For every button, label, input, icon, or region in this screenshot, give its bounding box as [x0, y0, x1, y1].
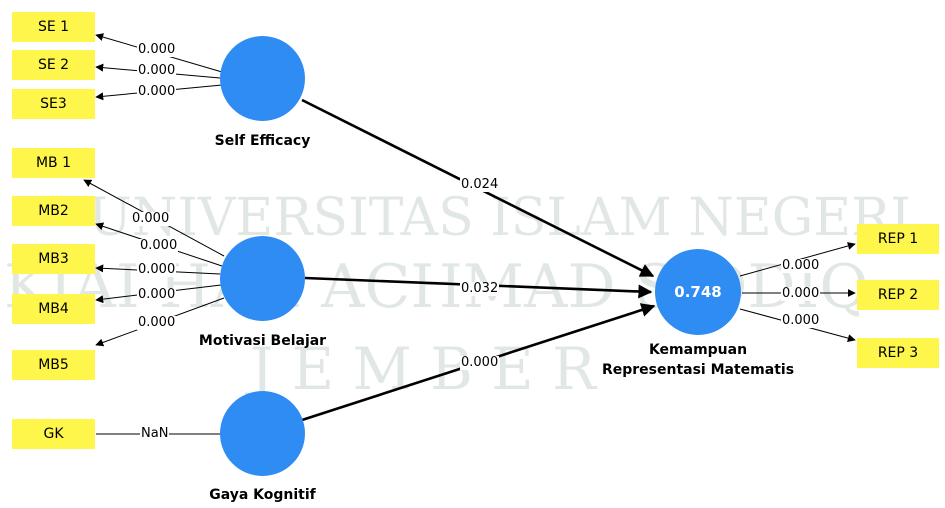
- indicator-rep2[interactable]: REP 2: [857, 280, 939, 310]
- indicator-gk[interactable]: GK: [12, 419, 95, 449]
- loading-mb3: 0.000: [137, 262, 177, 277]
- loading-rep1: 0.000: [781, 258, 821, 273]
- loading-se2: 0.000: [137, 63, 177, 78]
- indicator-mb5[interactable]: MB5: [12, 350, 95, 380]
- label-gaya-kognitif: Gaya Kognitif: [209, 487, 316, 503]
- label-motivasi-belajar: Motivasi Belajar: [198, 333, 327, 349]
- path-coef-gaya-kognitif: 0.000: [460, 355, 500, 370]
- indicator-se1[interactable]: SE 1: [12, 12, 95, 42]
- r-squared-value: 0.748: [674, 283, 722, 301]
- loading-mb4: 0.000: [137, 287, 177, 302]
- indicator-mb4[interactable]: MB4: [12, 294, 95, 324]
- construct-self-efficacy[interactable]: [220, 36, 305, 121]
- construct-motivasi-belajar[interactable]: [220, 236, 305, 321]
- indicator-rep3[interactable]: REP 3: [857, 338, 939, 368]
- loading-se3: 0.000: [137, 84, 177, 99]
- indicator-mb3[interactable]: MB3: [12, 244, 95, 274]
- label-kemampuan-representasi: Kemampuan Representasi Matematis: [585, 340, 811, 380]
- loading-mb1: 0.000: [131, 211, 171, 226]
- loading-rep3: 0.000: [781, 313, 821, 328]
- loading-mb2: 0.000: [139, 238, 179, 253]
- label-kemampuan-line-1: Kemampuan: [648, 342, 748, 358]
- loading-rep2: 0.000: [781, 286, 821, 301]
- loading-se1: 0.000: [137, 42, 177, 57]
- label-self-efficacy: Self Efficacy: [214, 133, 311, 149]
- indicator-mb2[interactable]: MB2: [12, 196, 95, 226]
- label-kemampuan-line-2: Representasi Matematis: [601, 362, 795, 378]
- indicator-se2[interactable]: SE 2: [12, 50, 95, 80]
- indicator-se3[interactable]: SE3: [12, 89, 95, 119]
- construct-gaya-kognitif[interactable]: [220, 391, 305, 476]
- loading-gk: NaN: [140, 426, 170, 441]
- path-coef-self-efficacy: 0.024: [460, 177, 500, 192]
- indicator-mb1[interactable]: MB 1: [12, 148, 95, 178]
- indicator-rep1[interactable]: REP 1: [857, 224, 939, 254]
- path-coef-motivasi-belajar: 0.032: [460, 281, 500, 296]
- loading-mb5: 0.000: [137, 315, 177, 330]
- construct-kemampuan-representasi[interactable]: 0.748: [655, 249, 741, 335]
